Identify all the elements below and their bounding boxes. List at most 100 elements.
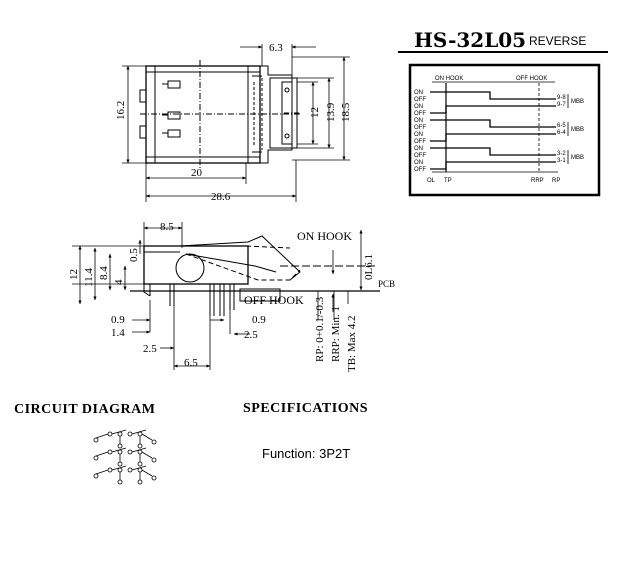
- timing-group-type: MBB: [571, 155, 584, 161]
- timing-group-type: MBB: [571, 99, 584, 105]
- circuit-wire: [95, 451, 109, 457]
- timing-waveform: [430, 147, 556, 156]
- circuit-contact: [127, 467, 133, 473]
- side-view-drawing: [130, 235, 380, 316]
- top-view-drawing: [139, 60, 300, 170]
- timing-row-label: OFF: [414, 97, 426, 103]
- dim-top-16-2: 16.2: [115, 101, 127, 120]
- model-title: HS-32L05: [414, 28, 527, 52]
- timing-row-label: OFF: [414, 111, 426, 117]
- circuit-contact: [107, 431, 113, 437]
- circuit-terminal: [117, 443, 123, 449]
- circuit-switch-arm: [111, 447, 127, 453]
- timing-group-contact-b: 3-1: [557, 158, 566, 164]
- circuit-contact: [127, 449, 133, 455]
- circuit-contact: [117, 467, 123, 473]
- note-tb: TB: Max 4.2: [346, 315, 358, 372]
- timing-group-contact-b: 6-4: [557, 130, 566, 136]
- circuit-terminal: [137, 443, 143, 449]
- circuit-terminal: [93, 455, 99, 461]
- timing-row-label: OFF: [414, 153, 426, 159]
- timing-group-contact-b: 9-7: [557, 102, 566, 108]
- side-view-labels: 8.5 0.5 12 11.4 8.4 4 0.9 1.4 2.5 6.5 0.…: [68, 221, 395, 372]
- circuit-wire: [141, 469, 153, 477]
- timing-row-label: ON: [414, 118, 423, 124]
- top-view-dimension-lines: [122, 44, 350, 202]
- function-spec: Function: 3P2T: [262, 446, 351, 461]
- timing-row-label: OFF: [414, 139, 426, 145]
- circuit-contact: [137, 449, 143, 455]
- dim-side-11-4: 11.4: [83, 268, 95, 287]
- timing-waveform: [430, 91, 556, 100]
- circuit-switch-arm: [131, 447, 147, 453]
- circuit-contact: [117, 431, 123, 437]
- timing-off-hook-label: OFF HOOK: [516, 76, 547, 82]
- title-underline: [398, 51, 608, 53]
- circuit-terminal: [151, 475, 157, 481]
- dim-top-13-9: 13.9: [325, 102, 337, 122]
- dim-side-6-5: 6.5: [184, 357, 198, 369]
- circuit-diagram-heading: CIRCUIT DIAGRAM: [14, 402, 156, 417]
- dim-side-4: 4: [113, 279, 125, 285]
- timing-group-contact-a: 9-8: [557, 95, 566, 101]
- circuit-contact: [127, 431, 133, 437]
- on-hook-label: ON HOOK: [297, 229, 352, 243]
- timing-tp-label: TP: [444, 178, 452, 184]
- circuit-terminal: [137, 479, 143, 485]
- circuit-switch-arm: [131, 465, 147, 471]
- dim-top-6-3: 6.3: [269, 42, 283, 54]
- top-view-dimension-values: 6.3 16.2 12 13.9 18.5 20 28.6: [115, 42, 352, 203]
- side-view-dimension-lines: [72, 222, 363, 370]
- circuit-terminal: [117, 461, 123, 467]
- dim-side-1-4: 1.4: [111, 327, 125, 339]
- dim-side-12: 12: [68, 269, 80, 280]
- dim-side-0-5: 0.5: [128, 248, 140, 262]
- circuit-wire: [95, 469, 109, 475]
- timing-waveform: [430, 119, 556, 128]
- timing-row-label: OFF: [414, 167, 426, 173]
- circuit-terminal: [117, 479, 123, 485]
- timing-row-label: ON: [414, 160, 423, 166]
- note-rrp: RRP: Min. 1: [330, 306, 342, 362]
- timing-group-contact-a: 6-5: [557, 123, 566, 129]
- circuit-terminal: [137, 461, 143, 467]
- circuit-wire: [141, 451, 153, 459]
- dim-side-ol-6-1: 0L6.1: [363, 254, 375, 280]
- timing-group-contact-a: 3-2: [557, 151, 566, 157]
- dim-top-12: 12: [309, 107, 321, 118]
- off-hook-label: OFF HOOK: [244, 293, 304, 307]
- dim-top-28-6: 28.6: [211, 191, 231, 203]
- timing-row-label: ON: [414, 90, 423, 96]
- circuit-contact: [107, 467, 113, 473]
- circuit-terminal: [151, 439, 157, 445]
- circuit-terminal: [93, 473, 99, 479]
- timing-waveform: [430, 105, 556, 114]
- circuit-switch-arm: [111, 429, 127, 435]
- circuit-switch-arm: [111, 465, 127, 471]
- timing-row-label: OFF: [414, 125, 426, 131]
- dim-side-2-5-right: 2.5: [244, 329, 258, 341]
- timing-row-label: ON: [414, 132, 423, 138]
- timing-ol-label: OL: [427, 178, 436, 184]
- dim-side-0-9-right: 0.9: [252, 314, 266, 326]
- timing-on-hook-label: ON HOOK: [435, 76, 463, 82]
- pcb-label: PCB: [378, 279, 395, 289]
- circuit-terminal: [151, 457, 157, 463]
- timing-group-type: MBB: [571, 127, 584, 133]
- timing-waveform: [430, 161, 556, 170]
- model-variant: REVERSE: [529, 34, 587, 48]
- timing-chart: ON HOOK OFF HOOK ONOFFONOFFONOFFONOFFONO…: [408, 63, 601, 197]
- dim-side-8-4: 8.4: [98, 266, 110, 280]
- circuit-contact: [107, 449, 113, 455]
- timing-row-label: ON: [414, 104, 423, 110]
- note-rp: RP: 0+0.1/-0.3: [314, 296, 326, 362]
- circuit-wire: [95, 433, 109, 439]
- timing-rrp-label: RRP: [531, 178, 544, 184]
- timing-waveform: [430, 133, 556, 142]
- circuit-wire: [141, 433, 153, 441]
- circuit-contact: [137, 467, 143, 473]
- dim-top-18-5: 18.5: [340, 102, 352, 122]
- circuit-contact: [137, 431, 143, 437]
- circuit-contact: [117, 449, 123, 455]
